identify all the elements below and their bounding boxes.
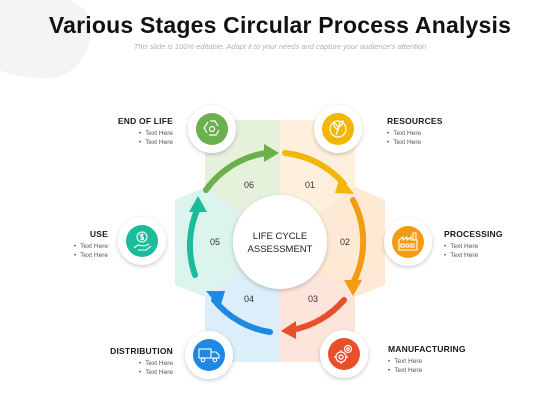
stage-title-manufacturing: MANUFACTURING: [388, 344, 466, 354]
stage-bullet: Text Here: [0, 242, 108, 251]
seedling-icon: [329, 120, 347, 138]
badge-distribution: [185, 331, 233, 379]
stage-number-02: 02: [340, 237, 350, 247]
stage-number-01: 01: [305, 180, 315, 190]
recycle-icon: [203, 120, 220, 136]
stage-bullet: Text Here: [63, 129, 173, 138]
arrow-head-03: [281, 321, 296, 339]
badge-manufacturing: [320, 330, 368, 378]
stage-number-06: 06: [244, 180, 254, 190]
center-label-line2: ASSESSMENT: [248, 244, 313, 255]
stage-number-03: 03: [308, 294, 318, 304]
stage-bullet: Text Here: [0, 251, 108, 260]
segment-05: [175, 187, 280, 297]
stage-bullet: Text Here: [387, 138, 497, 147]
badge-use: [118, 217, 166, 265]
stage-label-resources: RESOURCES Text Here Text Here: [387, 116, 497, 147]
arrow-05: [186, 205, 201, 278]
stage-bullet: Text Here: [63, 138, 173, 147]
stage-title-processing: PROCESSING: [444, 229, 503, 239]
arrow-heads: [189, 144, 362, 339]
stage-bullet: Text Here: [63, 368, 173, 377]
stage-title-end-of-life: END OF LIFE: [117, 116, 173, 126]
stage-bullet: Text Here: [444, 242, 554, 251]
center-label-line1: LIFE CYCLE: [253, 231, 307, 242]
arrow-03: [289, 297, 347, 333]
stage-number-05: 05: [210, 237, 220, 247]
page-title: Various Stages Circular Process Analysis: [48, 12, 512, 38]
stage-bullet: Text Here: [388, 366, 498, 375]
stage-number-04: 04: [244, 294, 254, 304]
money-hand-icon: [133, 231, 152, 251]
badge-resources: [314, 105, 362, 153]
stage-title-use: USE: [89, 229, 108, 239]
arrow-head-04: [206, 291, 225, 308]
stage-bullet: Text Here: [387, 129, 497, 138]
arrow-head-05: [189, 196, 207, 212]
stage-bullet: Text Here: [444, 251, 554, 260]
arrow-head-02: [344, 280, 362, 296]
center-hub: LIFE CYCLE ASSESSMENT: [233, 195, 327, 289]
stage-label-end-of-life: END OF LIFE Text Here Text Here: [63, 116, 173, 147]
badge-end-of-life: [188, 105, 236, 153]
stage-label-distribution: DISTRIBUTION Text Here Text Here: [63, 346, 173, 377]
stage-bullet: Text Here: [63, 359, 173, 368]
badge-processing: [384, 218, 432, 266]
stage-numbers: 01 02 03 04 05 06: [210, 180, 350, 304]
factory-icon: [398, 232, 418, 251]
stage-label-manufacturing: MANUFACTURING Text Here Text Here: [388, 344, 498, 375]
stage-title-resources: RESOURCES: [387, 116, 443, 126]
gears-icon: [334, 344, 353, 364]
stage-bullet: Text Here: [388, 357, 498, 366]
arrow-head-01: [335, 176, 354, 194]
arrow-02: [350, 197, 367, 286]
arrow-06: [203, 150, 269, 193]
page-subtitle: This slide is 100% editable. Adapt it to…: [133, 42, 427, 51]
stage-title-distribution: DISTRIBUTION: [110, 346, 173, 356]
truck-icon: [198, 348, 220, 363]
stage-label-processing: PROCESSING Text Here Text Here: [444, 229, 554, 260]
stage-label-use: USE Text Here Text Here: [0, 229, 108, 260]
arrow-head-06: [264, 144, 279, 162]
